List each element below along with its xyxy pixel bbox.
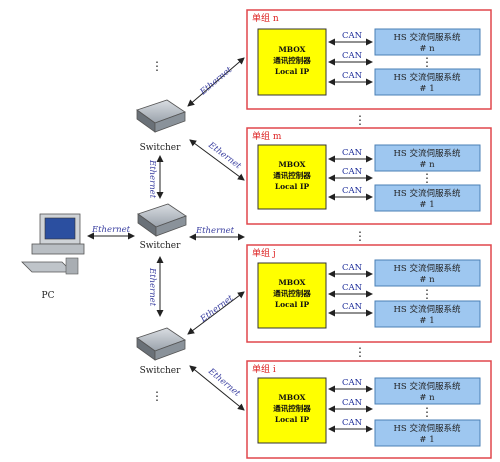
hs-servo-index: # 1 xyxy=(419,435,434,445)
switch-label: Switcher xyxy=(140,366,182,376)
ethernet-label: Ethernet xyxy=(147,267,157,307)
ethernet-link-arrow xyxy=(187,291,245,335)
can-label: CAN xyxy=(342,31,363,41)
hs-servo-label: HS 交流伺服系统 xyxy=(394,72,461,83)
can-label: CAN xyxy=(342,148,363,158)
hs-servo-label: HS 交流伺服系统 xyxy=(394,381,461,392)
can-label: CAN xyxy=(342,398,363,408)
vertical-ellipsis: ⋮ xyxy=(421,287,433,301)
hs-servo-box xyxy=(374,28,481,56)
unit-title-n: 单组 n xyxy=(252,12,279,24)
ethernet-label: Ethernet xyxy=(198,293,236,325)
vertical-ellipsis: ⋮ xyxy=(421,55,433,69)
mbox-label-line2: 通讯控制器 xyxy=(273,403,311,413)
mbox-controller-m xyxy=(257,144,327,210)
mbox-controller-j xyxy=(257,262,327,329)
mbox-label-line1: MBOX xyxy=(278,278,305,287)
ethernet-label: Ethernet xyxy=(91,225,131,235)
mbox-controller-n xyxy=(257,28,327,96)
hs-servo-label: HS 交流伺服系统 xyxy=(394,32,461,43)
mbox-controller-i xyxy=(257,377,327,444)
unit-title-m: 单组 m xyxy=(252,130,282,142)
vertical-ellipsis: ⋮ xyxy=(151,389,163,403)
mbox-label-line2: 通讯控制器 xyxy=(273,170,311,180)
hs-servo-index: # n xyxy=(419,44,435,54)
mbox-label-line3: Local IP xyxy=(275,67,310,76)
hs-servo-index: # 1 xyxy=(419,316,434,326)
can-label: CAN xyxy=(342,302,363,312)
hs-servo-index: # 1 xyxy=(419,84,434,94)
hs-servo-label: HS 交流伺服系统 xyxy=(394,263,461,274)
unit-group-m: 单组 m MBOX 通讯控制器 Local IP HS 交流伺服系统 # n H… xyxy=(246,127,492,225)
ethernet-label: Ethernet xyxy=(195,226,235,236)
can-label: CAN xyxy=(342,167,363,177)
vertical-ellipsis: ⋮ xyxy=(354,229,366,243)
hs-servo-label: HS 交流伺服系统 xyxy=(394,423,461,434)
ethernet-link-arrow xyxy=(189,365,245,411)
mbox-label-line2: 通讯控制器 xyxy=(273,288,311,298)
unit-group-j: 单组 j MBOX 通讯控制器 Local IP HS 交流伺服系统 # n H… xyxy=(246,244,492,343)
can-label: CAN xyxy=(342,418,363,428)
hs-servo-box xyxy=(374,419,481,447)
can-label: CAN xyxy=(342,283,363,293)
mbox-label-line3: Local IP xyxy=(275,300,310,309)
can-label: CAN xyxy=(342,378,363,388)
vertical-ellipsis: ⋮ xyxy=(354,113,366,127)
mbox-label-line1: MBOX xyxy=(278,45,305,54)
ethernet-link-arrow xyxy=(189,139,245,181)
can-label: CAN xyxy=(342,51,363,61)
network-switch-icon: Switcher xyxy=(137,203,187,251)
hs-servo-label: HS 交流伺服系统 xyxy=(394,148,461,159)
hs-servo-index: # n xyxy=(419,393,435,403)
ethernet-label: Ethernet xyxy=(147,159,157,199)
vertical-ellipsis: ⋮ xyxy=(354,345,366,359)
mbox-label-line1: MBOX xyxy=(278,160,305,169)
hs-servo-box xyxy=(374,377,481,405)
switch-label: Switcher xyxy=(140,241,182,251)
hs-servo-index: # n xyxy=(419,160,435,170)
vertical-ellipsis: ⋮ xyxy=(421,405,433,419)
unit-group-i: 单组 i MBOX 通讯控制器 Local IP HS 交流伺服系统 # n H… xyxy=(246,360,492,459)
network-switch-icon: Switcher xyxy=(136,327,186,376)
network-switch-icon: Switcher xyxy=(136,99,186,153)
hs-servo-box xyxy=(374,68,481,96)
pc-computer-icon: PC xyxy=(21,213,85,301)
unit-group-n: 单组 n MBOX 通讯控制器 Local IP HS 交流伺服系统 # n H… xyxy=(246,9,492,110)
unit-title-j: 单组 j xyxy=(252,247,276,259)
hs-servo-box xyxy=(374,144,481,172)
can-label: CAN xyxy=(342,186,363,196)
pc-label: PC xyxy=(42,291,55,301)
mbox-label-line2: 通讯控制器 xyxy=(273,55,311,65)
unit-title-i: 单组 i xyxy=(252,363,276,375)
hs-servo-label: HS 交流伺服系统 xyxy=(394,304,461,315)
hs-servo-index: # 1 xyxy=(419,200,434,210)
hs-servo-label: HS 交流伺服系统 xyxy=(394,188,461,199)
vertical-ellipsis: ⋮ xyxy=(151,59,163,73)
vertical-ellipsis: ⋮ xyxy=(421,171,433,185)
hs-servo-box xyxy=(374,259,481,287)
hs-servo-index: # n xyxy=(419,275,435,285)
mbox-label-line3: Local IP xyxy=(275,415,310,424)
can-label: CAN xyxy=(342,263,363,273)
mbox-label-line3: Local IP xyxy=(275,182,310,191)
can-label: CAN xyxy=(342,71,363,81)
mbox-label-line1: MBOX xyxy=(278,393,305,402)
ethernet-link-arrow xyxy=(187,57,245,107)
switch-label: Switcher xyxy=(140,143,182,153)
hs-servo-box xyxy=(374,184,481,212)
hs-servo-box xyxy=(374,300,481,328)
ethernet-label: Ethernet xyxy=(198,65,235,98)
